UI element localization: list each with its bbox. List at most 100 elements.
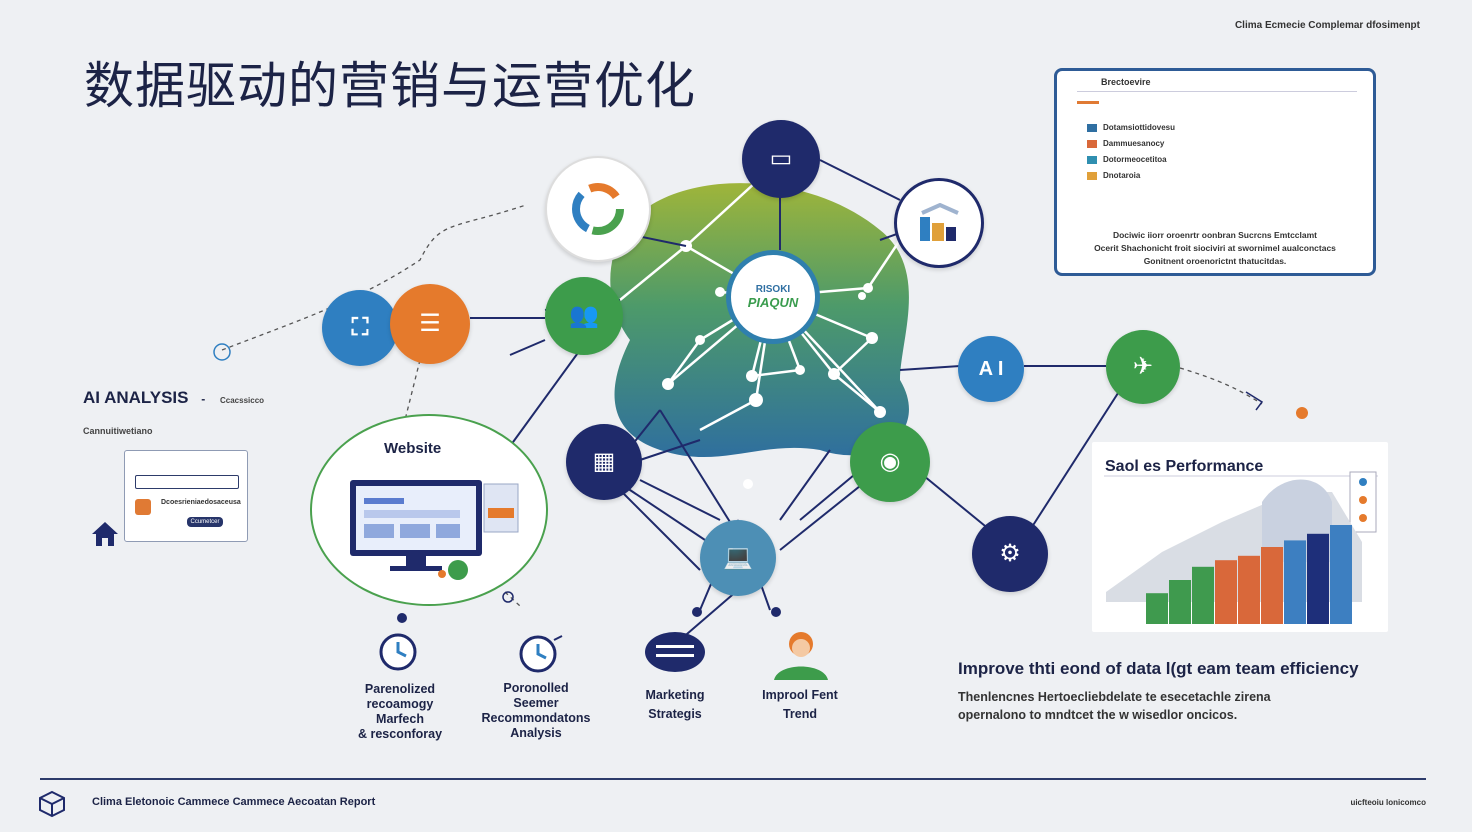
legend-item: Dotormeocetitoa	[1087, 155, 1167, 164]
ai-submit-button[interactable]: Ccumetcer	[187, 517, 223, 527]
bottom-label-line: Seemer	[513, 696, 559, 710]
ai-icon: A I	[978, 358, 1004, 380]
sales-bar	[1307, 533, 1329, 624]
legend-swatch	[1087, 155, 1097, 164]
footer-right-note: uicfteoiu lonicomco	[1350, 798, 1426, 807]
sales-bar	[1192, 566, 1214, 624]
report-source-note: Clima Ecmecie Complemar dfosimenpt	[1234, 20, 1420, 31]
report-card: Brectoevire Dotamsiottidovesu Dammuesano…	[1054, 68, 1376, 276]
laptop-node[interactable]: 💻	[700, 520, 776, 596]
ai-node[interactable]: A I	[958, 336, 1024, 402]
sales-bar	[1146, 593, 1168, 624]
location-icon: ◉	[879, 448, 901, 475]
report-card-heading: Brectoevire	[1101, 77, 1151, 87]
calculator-node[interactable]: ▦	[566, 424, 642, 500]
monitor-node[interactable]: ▭	[742, 120, 820, 198]
ai-card-label: Dcoesrieniaedosaceusa	[161, 499, 241, 506]
calculator-icon: ▦	[592, 448, 616, 475]
analytics-node[interactable]	[545, 156, 651, 262]
monitor-icon: ▭	[769, 145, 793, 172]
legend-swatch	[1087, 139, 1097, 148]
sales-bar	[1215, 560, 1237, 624]
ai-card-icon	[135, 499, 151, 515]
center-hub-line1: RISOKI	[755, 284, 791, 295]
caption-line: Gonitnent oroenorictnt thatucitdas.	[1143, 256, 1287, 266]
caption-line: Ocerit Shachonicht froit siociviri at sw…	[1094, 243, 1336, 253]
bottom-label-line: Parenolized	[364, 682, 436, 696]
clock-icon	[379, 633, 417, 671]
legend-label: Dotamsiottidovesu	[1103, 123, 1176, 132]
bottom-label-trend: Improol Fent Trend	[744, 688, 856, 722]
gear-node[interactable]: ⚙	[972, 516, 1048, 592]
people-node[interactable]: 👥	[545, 277, 623, 355]
ai-query-input[interactable]	[135, 475, 239, 489]
sales-bar	[1169, 580, 1191, 624]
sales-bar	[1238, 555, 1260, 624]
legend-item: Dnotaroia	[1087, 171, 1140, 180]
bottom-label-line: Poronolled	[503, 681, 569, 695]
stopwatch-icon	[519, 635, 563, 673]
legend-label: Dammuesanocy	[1103, 139, 1165, 148]
center-hub-line2: PIAQUN	[747, 295, 799, 310]
footer-report-name: Clima Eletonoic Cammece Cammece Aecoatan…	[92, 796, 376, 808]
desktop-illustration	[350, 480, 519, 580]
bottom-label-personalized: Parenolized recoamogy Marfech & resconfo…	[340, 682, 460, 742]
warehouse-node[interactable]	[894, 178, 984, 268]
efficiency-description: Thenlencnes Hertoecliebdelate te eseceta…	[958, 688, 1388, 724]
sales-bar	[1284, 540, 1306, 624]
bottom-label-line: Marfech	[376, 712, 424, 726]
gear-icon: ⚙	[999, 540, 1021, 567]
laptop-icon: 💻	[723, 544, 753, 571]
plane-node[interactable]: ✈	[1106, 330, 1180, 404]
bottom-label-recommendations: Poronolled Seemer Recommondatons Analysi…	[466, 681, 606, 741]
legend-item: Dammuesanocy	[1087, 139, 1164, 148]
bottom-label-line: Trend	[782, 707, 818, 721]
bottom-label-line: Analysis	[510, 726, 562, 740]
center-hub[interactable]: RISOKI PIAQUN	[726, 250, 820, 344]
map-node[interactable]: ⛶	[322, 290, 398, 366]
legend-label: Dotormeocetitoa	[1103, 155, 1167, 164]
location-node[interactable]: ◉	[850, 422, 930, 502]
website-title: Website	[384, 440, 442, 457]
ai-analysis-sub: Ccacssicco	[220, 396, 265, 405]
sales-bar	[1261, 547, 1283, 624]
ai-analysis-caption: Cannuitiwetiano	[83, 426, 153, 436]
legend-item: Dotamsiottidovesu	[1087, 123, 1175, 132]
bottom-label-marketing: Marketing Strategis	[620, 688, 730, 722]
cube-logo-icon	[39, 790, 65, 818]
efficiency-line: opernalono to mndtcet the w wisedlor onc…	[958, 708, 1238, 722]
sales-performance-title: Saol es Performance	[1105, 458, 1264, 475]
pie-chart-icon	[572, 183, 624, 235]
legend-label: Dnotaroia	[1103, 171, 1141, 180]
bottom-label-line: Marketing	[645, 688, 705, 702]
map-icon: ⛶	[351, 314, 369, 341]
ai-input-card: Dcoesrieniaedosaceusa Ccumetcer	[124, 450, 248, 542]
people-icon: 👥	[569, 302, 599, 329]
plane-icon: ✈	[1132, 353, 1154, 380]
efficiency-line: Thenlencnes Hertoecliebdelate te eseceta…	[958, 690, 1271, 704]
report-card-divider	[1077, 91, 1357, 92]
strategy-icon	[645, 632, 705, 672]
home-icon	[92, 522, 118, 546]
legend-swatch	[1087, 123, 1097, 132]
bottom-label-line: recoamogy	[366, 697, 434, 711]
ai-analysis-title: AI ANALYSIS	[83, 388, 189, 407]
sales-performance-chart	[1104, 471, 1378, 624]
bottom-label-line: & resconforay	[357, 727, 443, 741]
report-card-caption: Dociwic iiorr oroenrtr oonbran Sucrcns E…	[1057, 229, 1373, 268]
warehouse-icon	[920, 203, 959, 241]
bottom-label-line: Recommondatons	[481, 711, 591, 725]
cart-icon: ☰	[419, 310, 441, 337]
bottom-label-line: Strategis	[648, 707, 702, 721]
page-title: 数据驱动的营销与运营优化	[84, 57, 696, 115]
cart-node[interactable]: ☰	[390, 284, 470, 364]
efficiency-title: Improve thti eond of data l(gt eam team …	[958, 659, 1359, 678]
legend-swatch	[1087, 171, 1097, 180]
caption-line: Dociwic iiorr oroenrtr oonbran Sucrcns E…	[1112, 230, 1318, 240]
footer-divider	[40, 778, 1426, 780]
person-icon	[774, 632, 828, 680]
ai-analysis-label: AI ANALYSIS -	[83, 388, 205, 408]
bottom-label-line: Improol Fent	[762, 688, 838, 702]
report-card-accent	[1077, 101, 1099, 104]
ai-analysis-dash: -	[201, 392, 206, 406]
